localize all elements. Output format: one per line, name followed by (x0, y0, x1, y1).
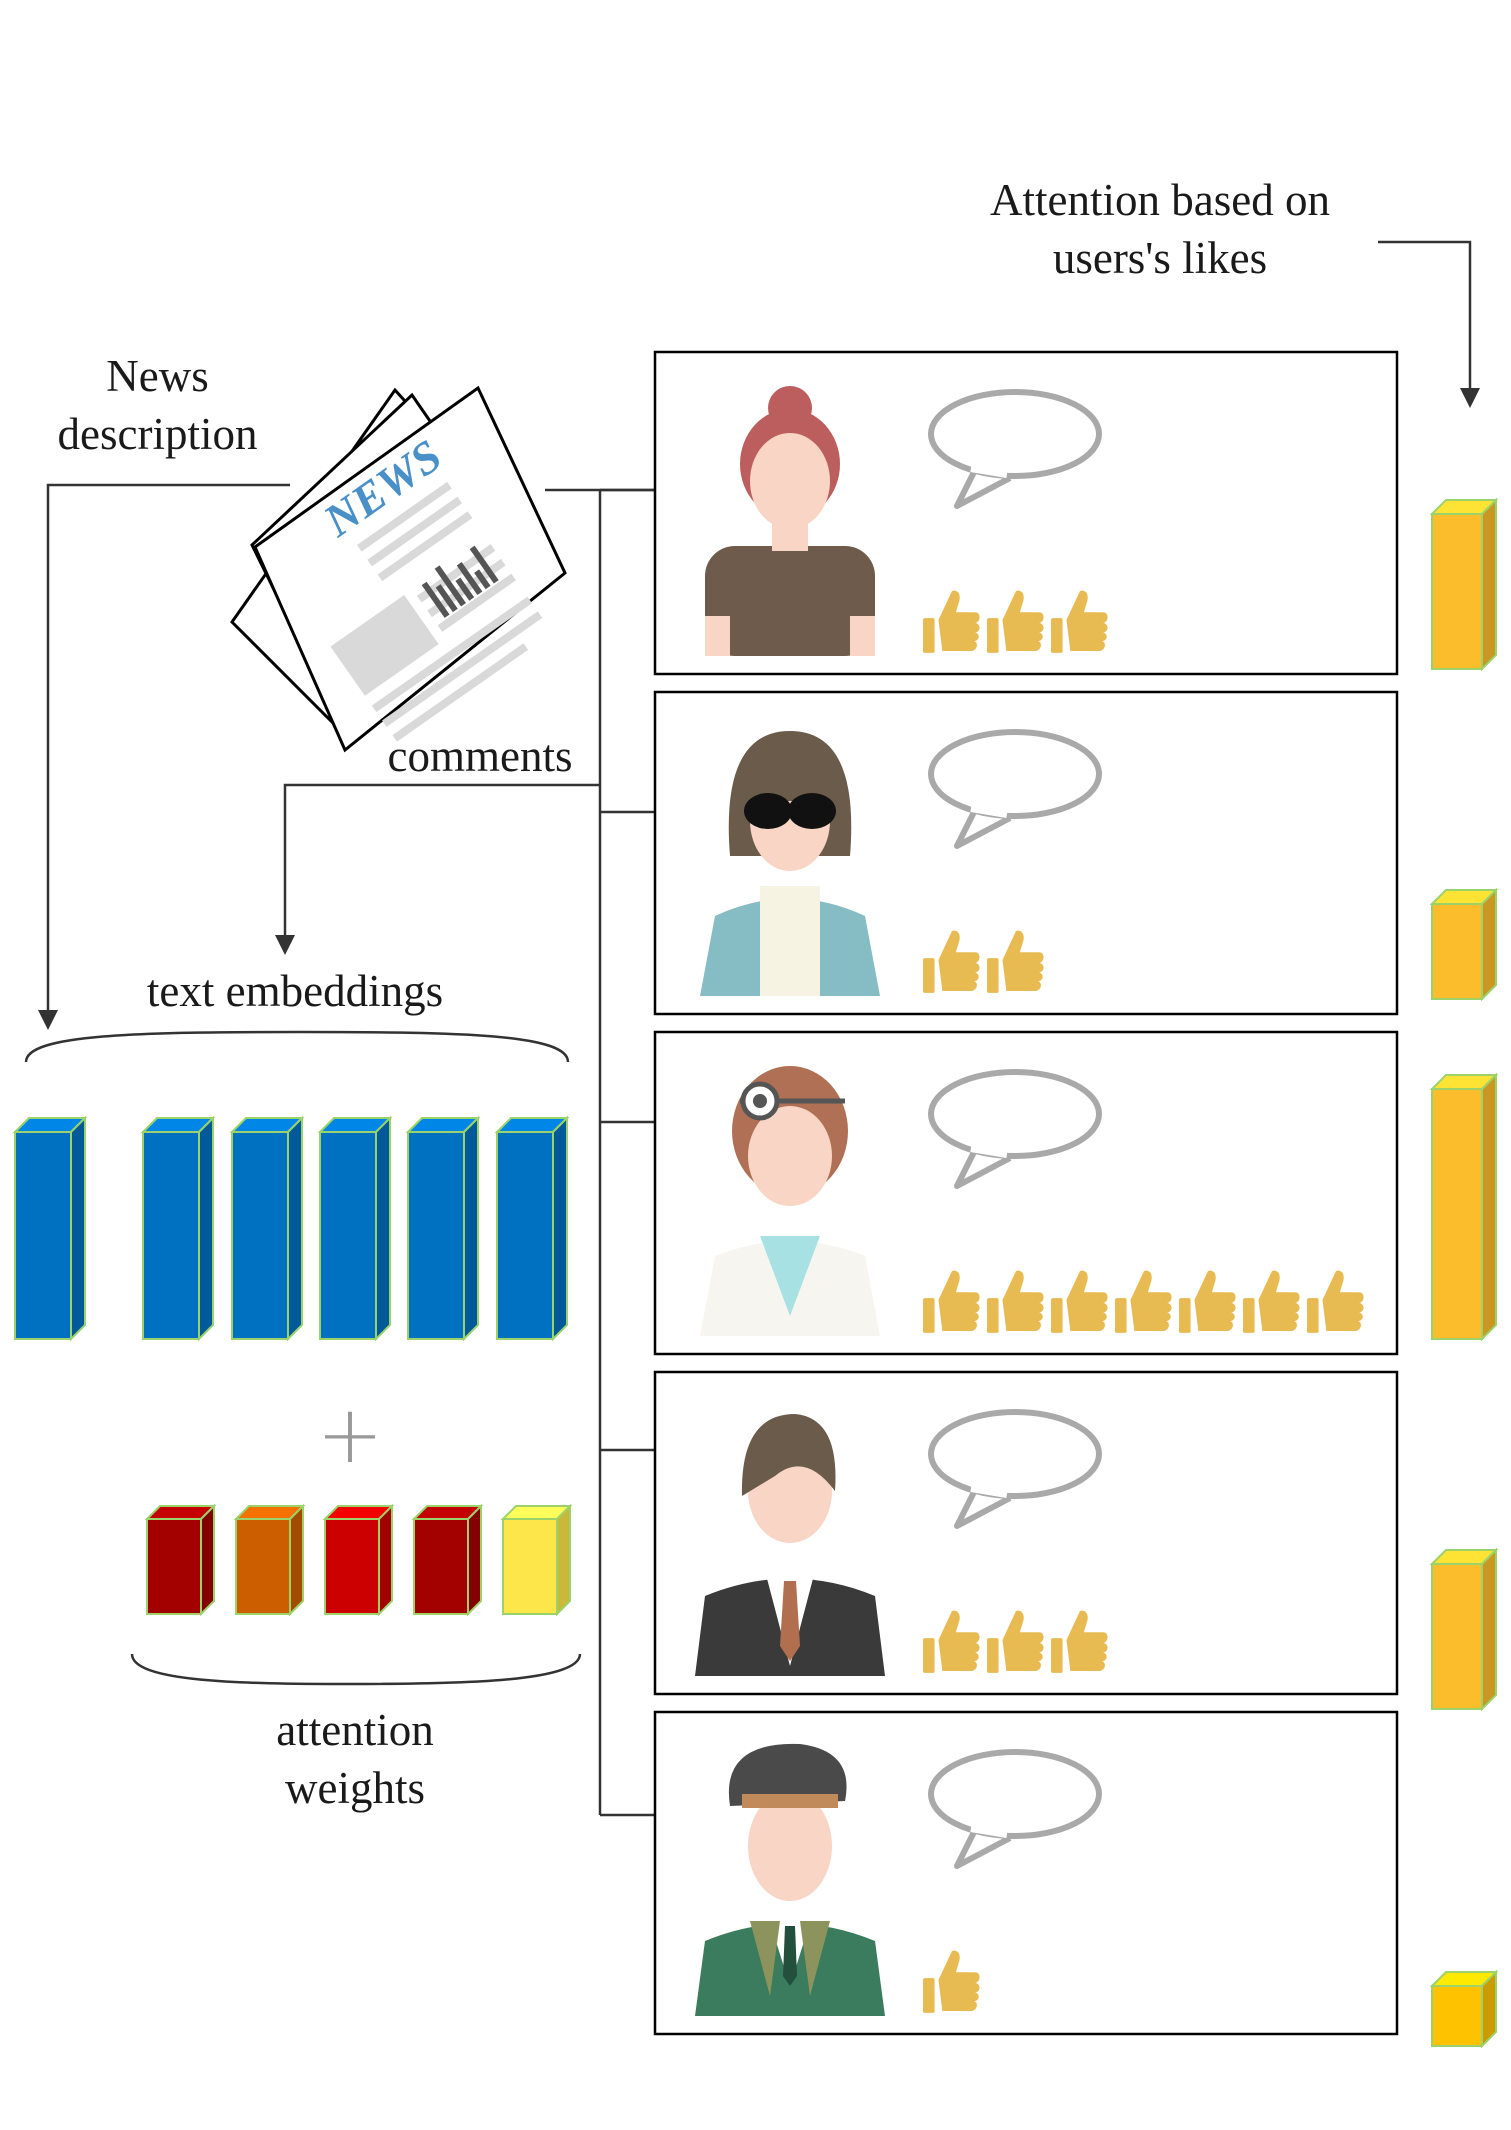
attention-weights-line2: weights (285, 1762, 425, 1813)
attention-weights (144, 1503, 573, 1617)
weights-brace (130, 1653, 582, 1686)
comment-bubble-icon (928, 729, 1102, 849)
plus-sign: + (316, 1388, 383, 1481)
connector-lines (38, 240, 1480, 1817)
attention-likes-line1: Attention based on (990, 175, 1330, 225)
businessman-avatar (695, 1414, 885, 1676)
arrow-news-description (38, 483, 290, 1030)
soldier-avatar (695, 1743, 885, 2016)
attention-bar (1429, 1547, 1499, 1712)
doctor-avatar (700, 1066, 880, 1336)
news-description-line1: News (106, 351, 209, 401)
arrow-attention-likes (1378, 240, 1480, 408)
comments-label: comments (387, 731, 573, 781)
comment-bubble-icon (928, 1409, 1102, 1529)
embedding-cube (140, 1115, 216, 1342)
embeddings-brace (24, 1030, 570, 1063)
user-comment-box (653, 1370, 1399, 1696)
attention-bar (1429, 497, 1499, 672)
attention-likes-line2: users's likes (1052, 232, 1268, 283)
comment-bubble-icon (928, 1749, 1102, 1869)
user-comment-box (653, 690, 1399, 1016)
attention-bar (1429, 1072, 1499, 1342)
user-comment-box (653, 1030, 1399, 1356)
woman-red-bun-avatar (705, 386, 875, 656)
user-comment-box (653, 350, 1399, 676)
attention-bar (1429, 887, 1499, 1002)
embedding-cube (317, 1115, 393, 1342)
attention-weight-cube (233, 1503, 306, 1617)
embedding-cube (494, 1115, 570, 1342)
attention-weight-cube (500, 1503, 573, 1617)
user-comment-boxes (653, 350, 1399, 2036)
embedding-cube (405, 1115, 481, 1342)
attention-weight-cube (144, 1503, 217, 1617)
news-description-line2: description (57, 408, 258, 459)
attention-likes-label: Attention based on users's likes (955, 172, 1365, 287)
arrow-comments (275, 783, 600, 955)
news-description-label: News description (30, 348, 285, 463)
attention-bars (1429, 497, 1499, 2049)
attention-bar (1429, 1969, 1499, 2049)
newspaper-icon: NEWS (230, 385, 567, 753)
woman-sunglasses-avatar (700, 731, 880, 996)
embedding-cube (229, 1115, 305, 1342)
text-embeddings-label: text embeddings (146, 966, 444, 1016)
embedding-cube (12, 1115, 88, 1342)
attention-weights-label: attention weights (230, 1702, 480, 1817)
user-comment-box (653, 1710, 1399, 2036)
attention-weight-cube (322, 1503, 395, 1617)
text-embeddings (12, 1115, 570, 1342)
comment-bubble-icon (928, 1069, 1102, 1189)
attention-weights-line1: attention (276, 1705, 434, 1755)
attention-weight-cube (411, 1503, 484, 1617)
comment-bubble-icon (928, 389, 1102, 509)
